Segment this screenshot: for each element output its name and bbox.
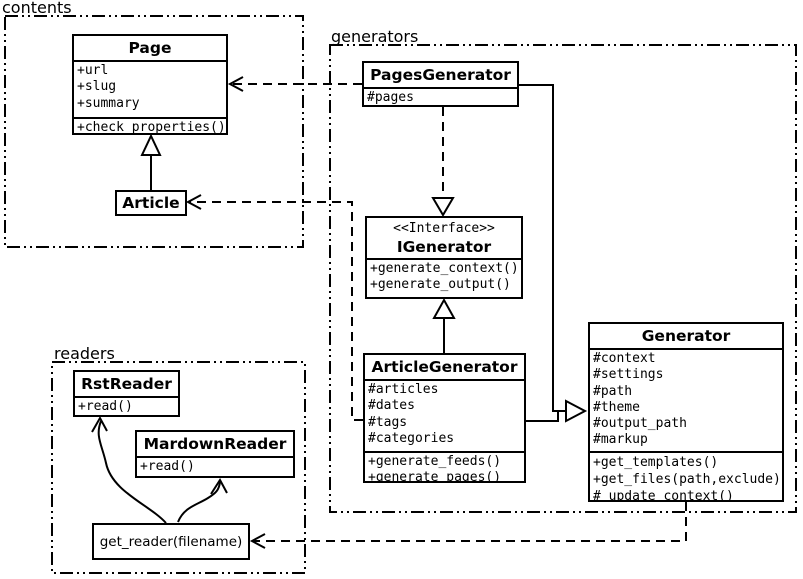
class-method: +read() (78, 399, 133, 414)
dependency-line-generator-to-getreader (253, 502, 687, 542)
package-label-readers: readers (54, 344, 115, 363)
association-curve-getreader-to-mardownreader (177, 481, 221, 523)
package-border-contents (4, 15, 304, 248)
function-box-get-reader: get_reader(filename) (92, 523, 250, 560)
class-title-pagesgenerator: PagesGenerator (364, 63, 517, 89)
class-attribute: #articles (368, 382, 439, 397)
class-attribute: #dates (368, 398, 415, 414)
class-method: +generate_pages() (368, 470, 502, 481)
attributes-section: #context #settings #path #theme #output_… (590, 350, 782, 453)
attributes-section: #articles #dates #tags #categories (365, 381, 524, 453)
open-arrowhead-at-page (227, 76, 244, 92)
open-arrowhead-at-mardownreader (210, 478, 228, 495)
class-box-articlegenerator: ArticleGenerator #articles #dates #tags … (363, 353, 526, 483)
association-curve-getreader-to-rstreader (97, 420, 167, 524)
class-title-rstreader: RstReader (75, 372, 178, 398)
package-label-contents: contents (2, 0, 72, 17)
class-attribute: +summary (77, 95, 140, 111)
class-title-generator: Generator (590, 324, 782, 350)
class-attribute: #categories (368, 430, 455, 446)
class-attribute: +url (77, 63, 109, 78)
dependency-line-articlegenerator-to-article (189, 201, 363, 421)
open-arrowhead-at-getreader (249, 533, 266, 549)
class-box-pagesgenerator: PagesGenerator #pages (362, 61, 519, 107)
class-method: #_update_context() (593, 489, 734, 500)
class-box-page: Page +url +slug +summary +check_properti… (72, 34, 228, 135)
class-method: +get_files(path,exclude) (593, 472, 781, 487)
class-attribute: #theme (593, 399, 640, 415)
inheritance-line-pagesgenerator-to-generator (519, 84, 566, 412)
class-box-rstreader: RstReader +read() (73, 370, 180, 417)
package-label-generators: generators (331, 27, 419, 46)
attributes-section: +url +slug +summary (74, 62, 226, 119)
class-method: +generate_feeds() (368, 454, 502, 469)
function-label: get_reader(filename) (99, 533, 243, 550)
class-title-page: Page (74, 36, 226, 62)
class-attribute: #pages (367, 90, 414, 105)
class-box-generator: Generator #context #settings #path #them… (588, 322, 784, 502)
class-method: +generate_context() (370, 261, 519, 276)
open-arrowhead-at-article (185, 194, 202, 210)
open-arrowhead-at-rstreader (91, 415, 108, 433)
triangle-arrowhead-to-page (140, 133, 162, 156)
triangle-arrowhead-to-generator (565, 399, 588, 423)
methods-section: +read() (75, 398, 178, 415)
class-title-mardownreader: MardownReader (137, 432, 293, 458)
methods-section: +read() (137, 458, 293, 476)
triangle-arrowhead-to-igenerator-top (431, 197, 455, 217)
methods-section: +get_templates() +get_files(path,exclude… (590, 453, 782, 500)
class-title-articlegenerator: ArticleGenerator (365, 355, 524, 381)
triangle-arrowhead-to-igenerator-bottom (432, 297, 456, 319)
class-method: +get_templates() (593, 455, 719, 470)
stereotype-label: <<Interface>> (393, 221, 495, 236)
class-attribute: +slug (77, 79, 117, 95)
inheritance-line-articlegenerator-to-generator (526, 411, 559, 422)
class-box-article: Article (115, 190, 187, 216)
class-box-igenerator: <<Interface>> IGenerator +generate_conte… (365, 216, 523, 299)
class-method: +read() (140, 459, 195, 474)
class-title-igenerator: <<Interface>> IGenerator (367, 218, 521, 260)
class-attribute: #tags (368, 414, 408, 430)
attributes-section: #pages (364, 89, 517, 105)
class-box-mardownreader: MardownReader +read() (135, 430, 295, 478)
class-method: +check_properties() (77, 120, 226, 133)
class-attribute: #context (593, 351, 656, 366)
methods-section: +generate_feeds() +generate_pages() (365, 453, 524, 481)
methods-section: +check_properties() (74, 119, 226, 133)
package-border-readers (51, 361, 306, 574)
class-attribute: #path (593, 383, 633, 399)
class-attribute: #output_path (593, 416, 687, 432)
class-attribute: #settings (593, 367, 664, 383)
methods-section: +generate_context() +generate_output() (367, 260, 521, 297)
package-border-generators (329, 44, 797, 513)
class-title-article: Article (122, 193, 180, 212)
class-method: +generate_output() (370, 277, 511, 293)
class-name: IGenerator (396, 238, 492, 256)
class-attribute: #markup (593, 432, 648, 448)
